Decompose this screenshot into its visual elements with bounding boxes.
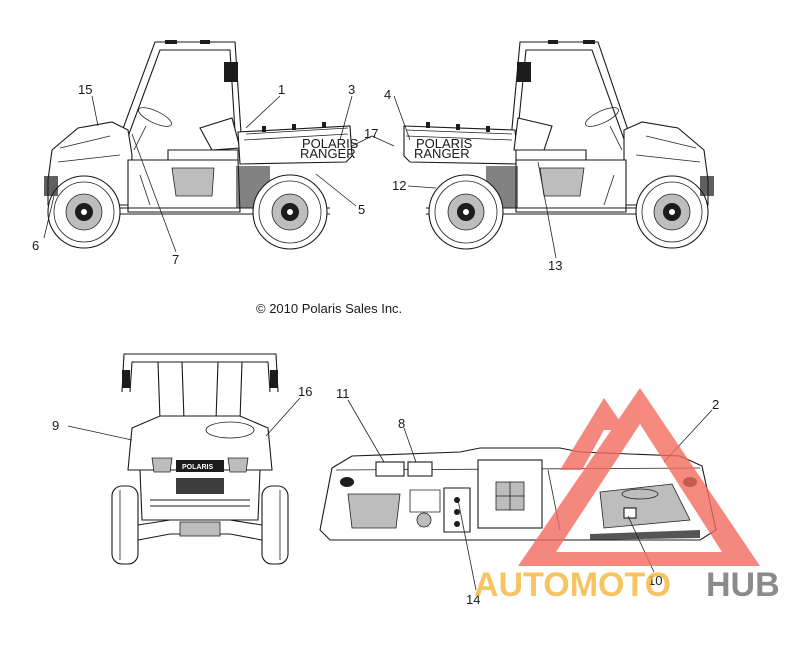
callout-9: 9 <box>52 418 59 433</box>
right-view-rear-wheel <box>428 174 504 250</box>
callout-11: 11 <box>336 386 350 401</box>
watermark-triangle-large <box>518 388 760 566</box>
callout-6: 6 <box>32 238 39 253</box>
callout-14: 14 <box>466 592 480 607</box>
callout-10: 10 <box>648 573 662 588</box>
right-bed-decal-model: RANGER <box>414 146 470 161</box>
callout-1: 1 <box>278 82 285 97</box>
left-view-front-wheel <box>47 175 121 249</box>
watermark-triangle-small <box>560 398 626 470</box>
callout-5: 5 <box>358 202 365 217</box>
callout-15: 15 <box>78 82 92 97</box>
bed-decal-model: RANGER <box>300 146 356 161</box>
dashboard <box>319 447 717 541</box>
watermark-logo: AUTOMOTO HUB <box>474 388 780 604</box>
right-view-front-wheel <box>635 175 709 249</box>
left-side-view-vehicle: POLARIS RANGER <box>44 40 359 250</box>
callout-13: 13 <box>548 258 562 273</box>
front-grille-brand: POLARIS <box>182 464 213 471</box>
right-side-view-vehicle: POLARIS RANGER <box>403 40 714 250</box>
callout-labels: 1 2 3 4 5 6 7 8 9 10 11 12 13 14 15 16 1… <box>32 82 719 607</box>
callout-16: 16 <box>298 384 312 399</box>
left-view-rear-wheel <box>252 174 328 250</box>
front-view-vehicle: POLARIS <box>111 353 289 565</box>
watermark-text-hub: HUB <box>706 566 780 604</box>
callout-2: 2 <box>712 397 719 412</box>
right-bed-decal-brand: POLARIS <box>416 136 473 151</box>
leader-lines <box>43 95 713 591</box>
bed-decal-brand: POLARIS <box>302 136 359 151</box>
callout-8: 8 <box>398 416 405 431</box>
callout-12: 12 <box>392 178 406 193</box>
callout-3: 3 <box>348 82 355 97</box>
callout-17: 17 <box>364 126 378 141</box>
copyright-notice: © 2010 Polaris Sales Inc. <box>256 301 402 316</box>
watermark-text-automoto: AUTOMOTO <box>474 566 671 604</box>
callout-4: 4 <box>384 87 391 102</box>
callout-7: 7 <box>172 252 179 267</box>
